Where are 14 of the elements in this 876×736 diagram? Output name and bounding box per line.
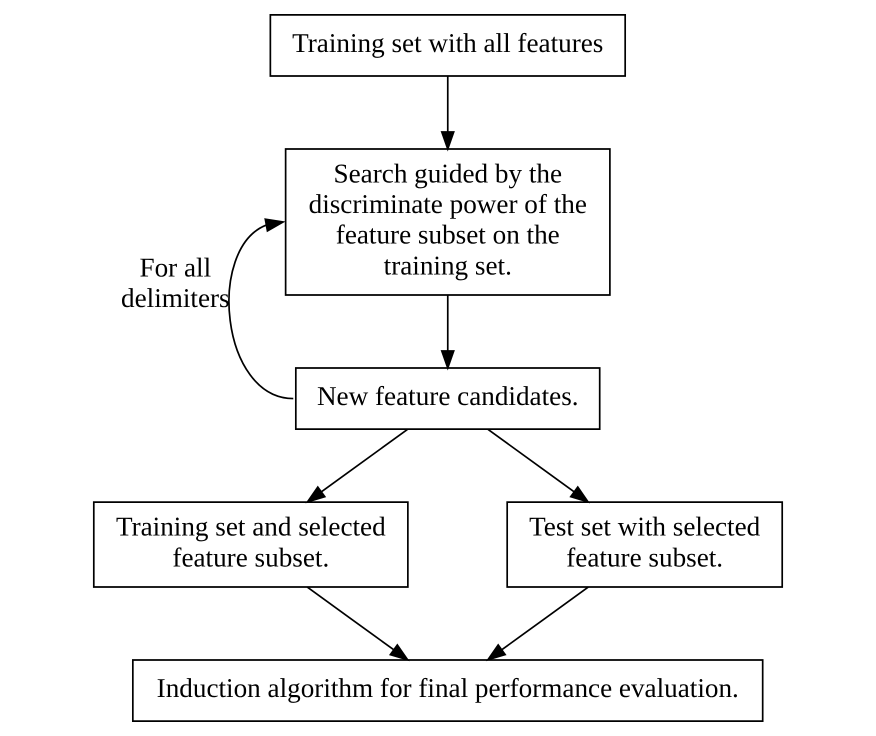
arrow bbox=[228, 218, 294, 400]
arrow bbox=[440, 76, 455, 152]
edge-label: For all delimiters bbox=[121, 252, 230, 314]
arrow bbox=[440, 295, 455, 370]
arrow bbox=[488, 428, 590, 504]
arrow bbox=[486, 586, 589, 662]
node-box: Search guided by the discriminate power of the feature subset on the training set. bbox=[284, 148, 611, 296]
node-box: New feature candidates. bbox=[294, 367, 601, 430]
node-box: Test set with selected feature subset. bbox=[506, 501, 784, 588]
node-box: Training set and selected feature subset. bbox=[92, 501, 409, 588]
arrow bbox=[306, 586, 410, 662]
arrow bbox=[305, 428, 408, 504]
node-box: Induction algorithm for final performance evaluation. bbox=[132, 659, 764, 722]
node-box: Training set with all features bbox=[270, 14, 626, 77]
